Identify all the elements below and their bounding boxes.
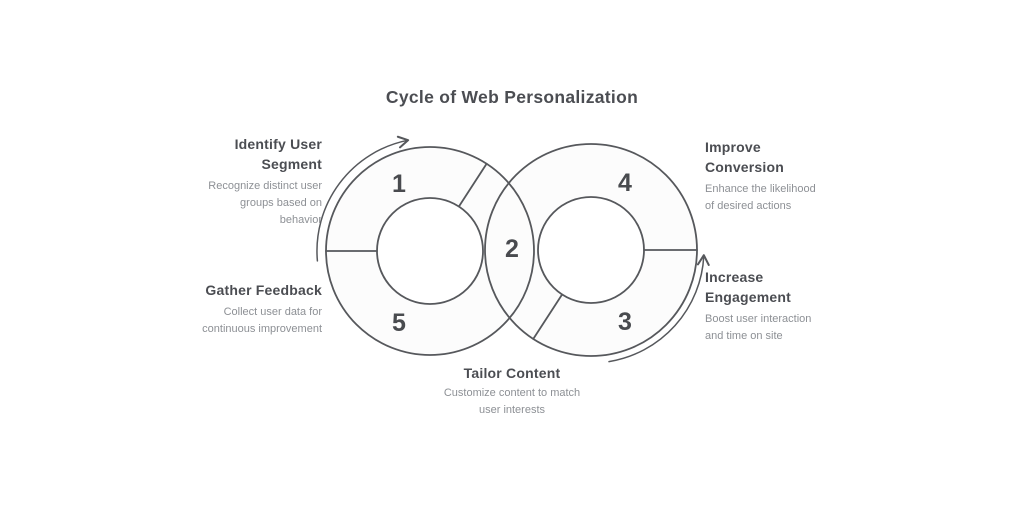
- step-label-increase-engagement: Increase Engagement Boost user interacti…: [705, 267, 811, 345]
- step-heading-line: Segment: [261, 156, 322, 172]
- step-description-line: and time on site: [705, 330, 783, 342]
- segment-number-2: 2: [505, 235, 519, 263]
- segment-number-4: 4: [618, 169, 632, 197]
- step-description-line: Customize content to match: [443, 387, 581, 399]
- divider-left-diagonal: [457, 162, 488, 208]
- step-heading-line: Improve: [705, 139, 761, 155]
- step-heading: Tailor Content: [0, 363, 1024, 383]
- right-ring-inner-circle: [537, 196, 645, 304]
- step-description: Enhance the likelihood of desired action…: [705, 181, 816, 215]
- step-description: Collect user data for continuous improve…: [202, 304, 322, 338]
- flow-arrow-bottom-right: [608, 254, 710, 363]
- step-description: Boost user interaction and time on site: [705, 311, 811, 345]
- page-title: Cycle of Web Personalization: [385, 87, 639, 107]
- step-description-line: continuous improvement: [202, 323, 322, 335]
- step-heading: Gather Feedback: [202, 280, 322, 300]
- left-ring-fill: [326, 147, 534, 355]
- step-heading-line: Increase: [705, 269, 764, 285]
- step-description-line: groups based on: [240, 197, 322, 209]
- segment-number-1: 1: [392, 170, 406, 198]
- step-description-line: Recognize distinct user: [208, 180, 322, 192]
- step-description-line: Boost user interaction: [705, 313, 812, 325]
- step-description: Recognize distinct user groups based on …: [208, 178, 322, 229]
- step-heading: Identify User Segment: [208, 134, 322, 174]
- left-ring-inner-circle: [376, 197, 484, 305]
- step-heading: Increase Engagement: [705, 267, 811, 307]
- step-heading-line: Tailor Content: [463, 365, 561, 381]
- right-ring-fill: [485, 144, 697, 356]
- flow-arrow-top-left: [316, 135, 410, 262]
- divider-right-diagonal: [532, 293, 563, 340]
- step-description-line: Collect user data for: [223, 306, 322, 318]
- segment-number-5: 5: [392, 309, 406, 337]
- step-heading-line: Identify User: [234, 136, 322, 152]
- step-description-line: user interests: [478, 404, 546, 416]
- step-description-line: of desired actions: [705, 200, 792, 212]
- step-heading: Improve Conversion: [705, 137, 816, 177]
- step-heading-line: Gather Feedback: [205, 282, 322, 298]
- step-description-line: behavior: [279, 214, 322, 226]
- step-label-identify-user-segment: Identify User Segment Recognize distinct…: [208, 134, 322, 229]
- segment-number-3: 3: [618, 308, 632, 336]
- step-label-tailor-content: Tailor Content Customize content to matc…: [0, 363, 1024, 419]
- step-description: Customize content to match user interest…: [0, 385, 1024, 419]
- step-description-line: Enhance the likelihood: [705, 183, 816, 195]
- step-label-gather-feedback: Gather Feedback Collect user data for co…: [202, 280, 322, 338]
- step-heading-line: Conversion: [705, 159, 785, 175]
- step-label-improve-conversion: Improve Conversion Enhance the likelihoo…: [705, 137, 816, 215]
- step-heading-line: Engagement: [705, 289, 792, 305]
